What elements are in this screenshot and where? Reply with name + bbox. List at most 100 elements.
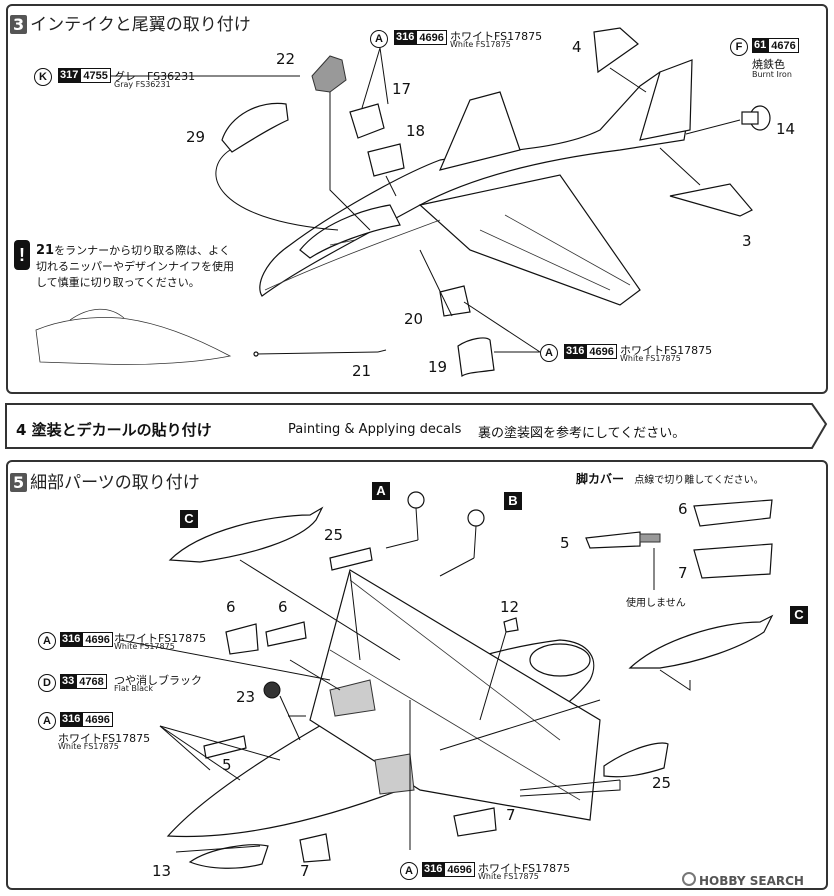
color-k-code1: 317 [58, 68, 81, 83]
label-c-right: C [790, 606, 808, 624]
step5-part-7-cover: 7 [678, 564, 688, 582]
color-f-code2: 4676 [768, 38, 799, 53]
not-used-label: 使用しません [626, 598, 686, 609]
color-a1-badge: A [370, 30, 388, 48]
part6-a [225, 623, 259, 655]
color-k-code2: 4755 [80, 68, 111, 83]
color-a1-en: White FS17875 [450, 40, 511, 49]
vertical-tail [639, 59, 693, 141]
gear-cover-note: 点線で切り離してください。 [634, 475, 764, 486]
step5-part-23: 23 [236, 688, 256, 706]
color-a2-jp: ホワイトFS17875 [620, 344, 713, 357]
step5-title-text: 細部パーツの取り付け [30, 473, 200, 493]
step5-part-5: 5 [222, 756, 232, 774]
warning-line3: して慎重に切り取ってください。 [36, 276, 200, 289]
color-a2-code2: 4696 [586, 344, 617, 359]
step4-number: 4 [16, 421, 27, 439]
color-a1-code2: 4696 [416, 30, 447, 45]
gear-cover-title-text: 脚カバー [576, 472, 625, 486]
part5 [203, 735, 247, 759]
part21-pitot [255, 351, 379, 355]
step4-title-jp: 塗装とデカールの貼り付け [31, 421, 212, 439]
step3-part-14: 14 [776, 120, 796, 138]
step5-color-a3-en: White FS17875 [478, 872, 539, 881]
part13 [188, 844, 269, 869]
label-b: B [504, 492, 522, 510]
step5-color-d-en: Flat Black [114, 684, 154, 693]
step3-part-20: 20 [404, 310, 424, 328]
step5-part-6-a: 6 [226, 598, 236, 616]
step5-color-a3-badge: A [400, 862, 418, 880]
step5-color-a1-code1: 316 [60, 632, 83, 647]
landing-gear-b [439, 509, 485, 577]
step5-color-a1-en: White FS17875 [114, 642, 175, 651]
part6-b [265, 621, 307, 647]
watermark-icon [682, 872, 696, 886]
step5-part-25-right: 25 [652, 774, 672, 792]
warning-line2: 切れるニッパーやデザインナイフを使用 [36, 260, 234, 273]
color-k-badge: K [34, 68, 52, 86]
color-k-en: Gray FS36231 [114, 80, 171, 89]
watermark-text: HOBBY SEARCH [699, 874, 804, 888]
step5-color-d-code1: 33 [60, 674, 77, 689]
part4 [593, 27, 639, 74]
step5-number: 5 [10, 473, 28, 492]
color-f-badge: F [730, 38, 748, 56]
label-a: A [372, 482, 390, 500]
upper-wing [438, 91, 521, 171]
color-k-jp: グレーFS36231 [114, 70, 196, 83]
step4-title-en: Painting & Applying decals [288, 422, 462, 437]
color-a2-en: White FS17875 [620, 354, 681, 363]
color-a2-badge: A [540, 344, 558, 362]
step5-color-a1-jp: ホワイトFS17875 [114, 632, 207, 645]
step3-part-4: 4 [572, 38, 582, 56]
step5-color-a2-jp: ホワイトFS17875 [58, 732, 151, 745]
gear-cover-7 [693, 543, 773, 579]
landing-gear-a [385, 491, 425, 549]
warning-icon: ! [14, 240, 30, 270]
step5-color-a2-en: White FS17875 [58, 742, 119, 751]
gear-cover-5 [585, 531, 661, 549]
step5-color-d-badge: D [38, 674, 56, 692]
step5-color-a2-code1: 316 [60, 712, 83, 727]
part18 [367, 143, 405, 177]
step4-title: 4 塗装とデカールの貼り付け [16, 419, 212, 440]
color-a1-jp: ホワイトFS17875 [450, 30, 543, 43]
step5-color-a3-jp: ホワイトFS17875 [478, 862, 571, 875]
part14-exhaust [741, 105, 771, 131]
step5-part-6-cover: 6 [678, 500, 688, 518]
color-f-jp: 焼鉄色 [752, 58, 785, 71]
step5-color-d-jp: つや消しブラック [114, 674, 202, 687]
label-c-left: C [180, 510, 198, 528]
step5-color-a2-code2: 4696 [82, 712, 113, 727]
step3-number: 3 [10, 15, 28, 34]
step3-part-22: 22 [276, 50, 296, 68]
step5-color-a3-code2: 4696 [444, 862, 475, 877]
step3-part-17: 17 [392, 80, 412, 98]
step5-color-d-code2: 4768 [76, 674, 107, 689]
part7-bottom-b [453, 807, 497, 837]
fuselage-step3 [259, 71, 687, 297]
nose-sketch [35, 317, 232, 365]
nose-gear-23 [263, 681, 306, 741]
step3-title-text: インテイクと尾翼の取り付け [30, 15, 251, 35]
step5-color-a1-code2: 4696 [82, 632, 113, 647]
drop-tank-left [168, 506, 324, 563]
step5-part-7-a: 7 [300, 862, 310, 880]
step3-part-18: 18 [406, 122, 426, 140]
part29 [221, 102, 289, 153]
part17 [349, 103, 385, 139]
canopy-area [299, 204, 401, 259]
color-f-en: Burnt Iron [752, 70, 792, 79]
step5-color-a3-code1: 316 [422, 862, 445, 877]
step5-part-5-cover: 5 [560, 534, 570, 552]
step5-color-a2-badge: A [38, 712, 56, 730]
